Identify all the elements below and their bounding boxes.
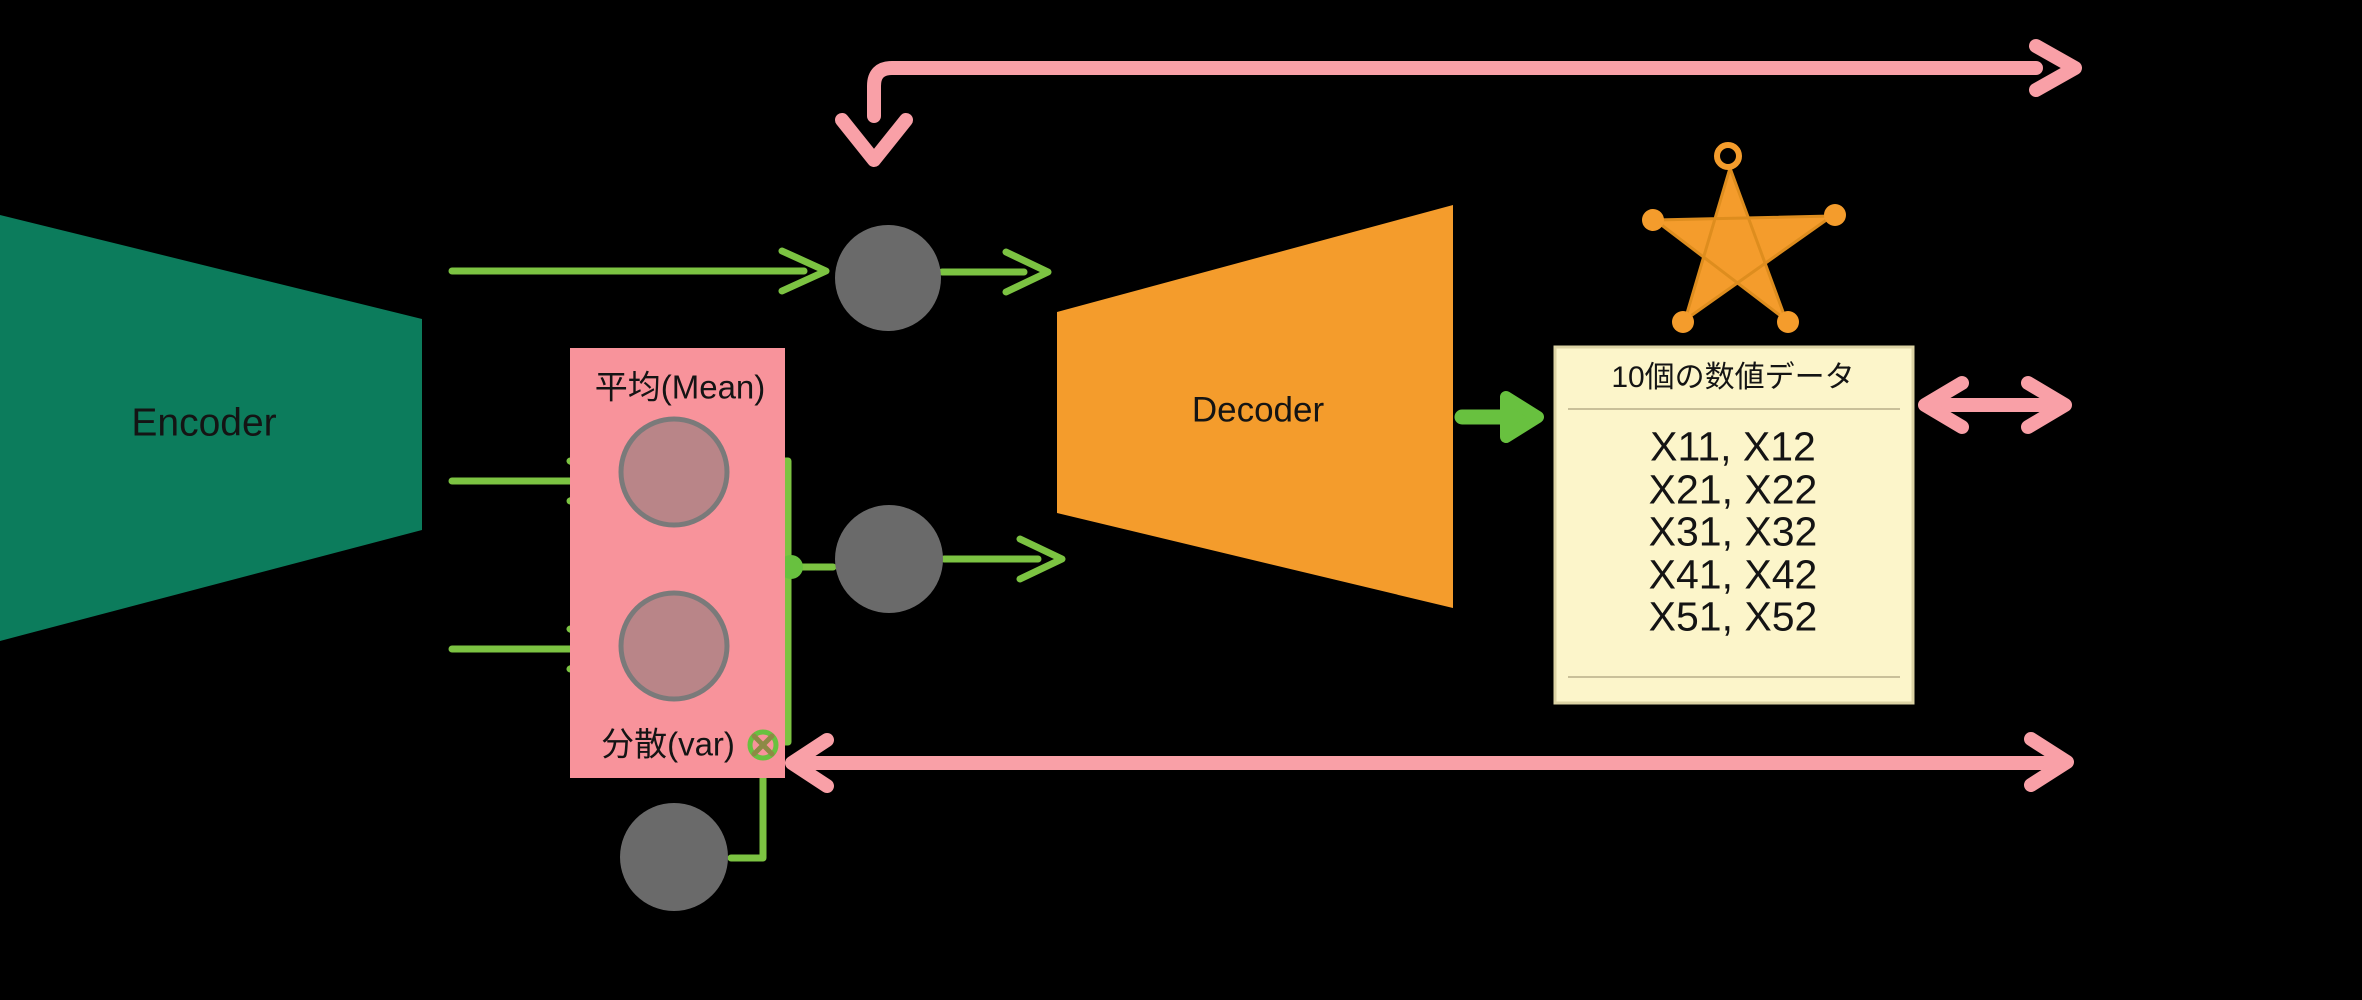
multiply-node-icon: [747, 729, 779, 761]
latent-node-bottom: [620, 803, 728, 911]
star-body: [1653, 166, 1834, 322]
bottom-double-arrow-left-head-icon: [785, 733, 834, 793]
decoder-output-arrow-head-icon: [1500, 391, 1544, 443]
latent-node-middle: [835, 505, 943, 613]
output-data-row: X21, X22: [1648, 466, 1818, 513]
output-data-row: X31, X32: [1648, 508, 1818, 555]
feedback-arrow-right-head-icon: [2029, 39, 2082, 97]
decoder-output-arrow: [1454, 391, 1544, 443]
latent-params-box: [570, 348, 785, 778]
encoder-shape: [0, 214, 422, 641]
variance-node: [618, 590, 730, 702]
star-point-dot: [1777, 311, 1799, 333]
decoder-shape: [1057, 205, 1453, 608]
output-data-box: [1553, 345, 1915, 705]
output-box-title: 10個の数値データ: [1611, 361, 1855, 394]
pink-arrows-group: [785, 39, 2082, 793]
input-arrow-top-head-icon: [778, 247, 830, 295]
feedback-arrow-top-line: [867, 61, 2043, 123]
feedback-arrow-down-head-icon: [835, 113, 913, 167]
multiply-x-glyph: [751, 733, 775, 757]
latent-node-top: [835, 225, 941, 331]
output-data-row: X41, X42: [1648, 551, 1818, 598]
sample-connector-path: [727, 755, 767, 862]
variance-label: 分散(var): [601, 725, 735, 763]
mean-node: [618, 416, 730, 528]
output-data-row: X51, X52: [1648, 593, 1818, 640]
star-point-dot: [1642, 209, 1664, 231]
bottom-double-arrow-right-head-icon: [2024, 732, 2074, 792]
decoder-label: Decoder: [1191, 390, 1325, 430]
latent-top-out-head-icon: [1002, 248, 1052, 296]
star-point-dot: [1824, 204, 1846, 226]
encoder-label: Encoder: [131, 401, 277, 445]
output-double-arrow-right-head-icon: [2021, 376, 2072, 434]
star-point-dot: [1672, 311, 1694, 333]
star-top-ring: [1714, 142, 1742, 170]
multiply-circle: [747, 729, 779, 761]
output-double-arrow-left-head-icon: [1918, 376, 1969, 434]
latent-mid-out-head-icon: [1016, 535, 1066, 583]
output-data-row: X11, X12: [1650, 423, 1816, 470]
mean-label: 平均(Mean): [594, 368, 766, 406]
sheriff-star-icon: [1642, 142, 1846, 333]
